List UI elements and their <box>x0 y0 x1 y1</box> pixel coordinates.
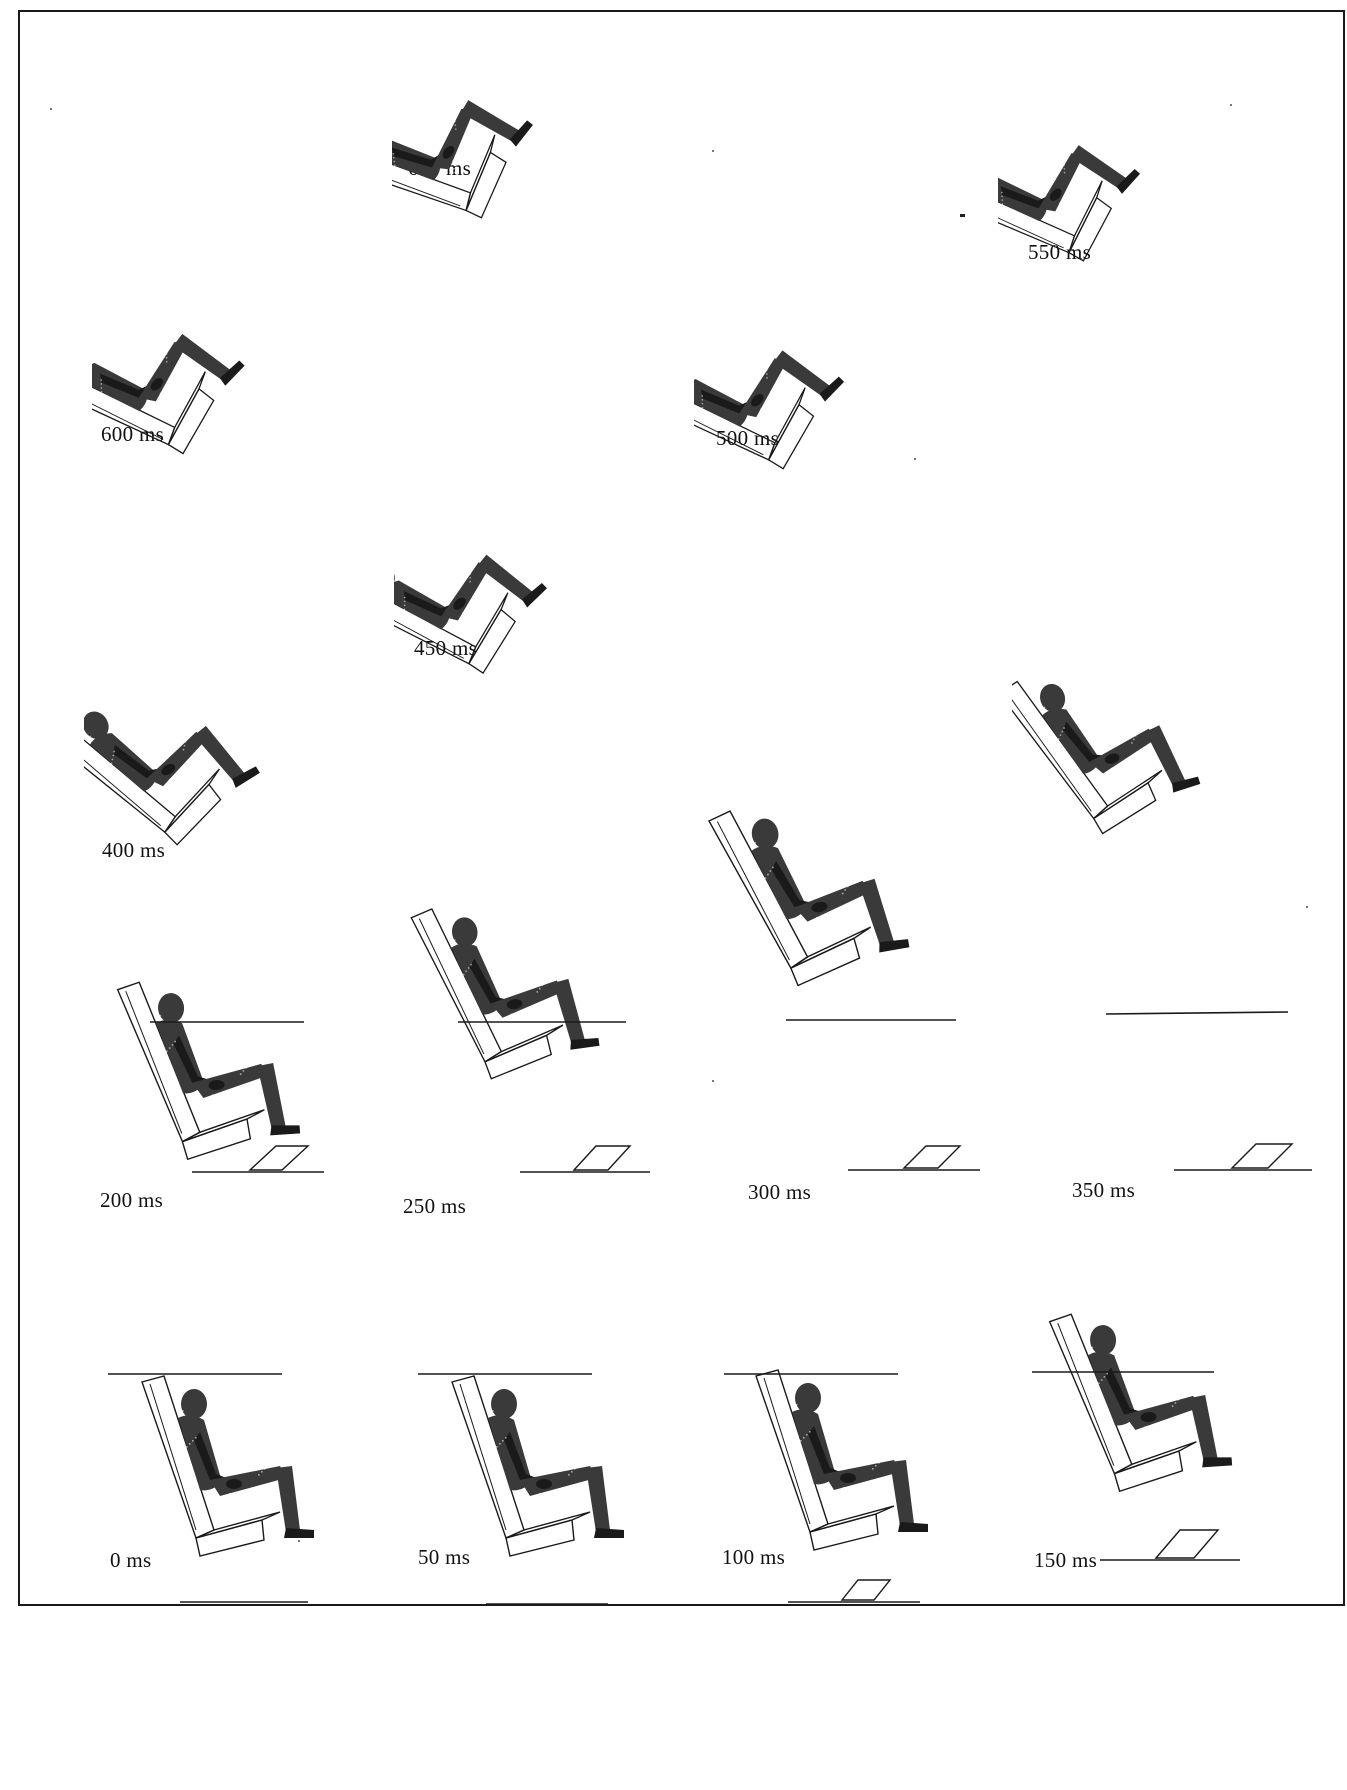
scan-speck <box>712 1080 714 1082</box>
scan-speck <box>50 108 52 110</box>
canopy-hatch-300ms <box>904 1146 960 1168</box>
canopy-hatch-150ms <box>1156 1530 1218 1558</box>
top-rail-350ms <box>1106 1012 1288 1014</box>
scan-speck <box>1306 906 1308 908</box>
scan-speck <box>298 1540 300 1542</box>
rail-line-0ms <box>108 1640 408 1790</box>
scan-speck <box>960 214 965 217</box>
canopy-hatch-350ms <box>1232 1144 1292 1168</box>
reference-lines-layer <box>0 0 1347 1618</box>
canopy-hatch-200ms <box>250 1146 308 1170</box>
scan-speck <box>712 150 714 152</box>
canopy-hatch-100ms <box>842 1580 890 1600</box>
canopy-hatch-250ms <box>574 1146 630 1170</box>
scan-speck <box>914 458 916 460</box>
scan-speck <box>1230 104 1232 106</box>
